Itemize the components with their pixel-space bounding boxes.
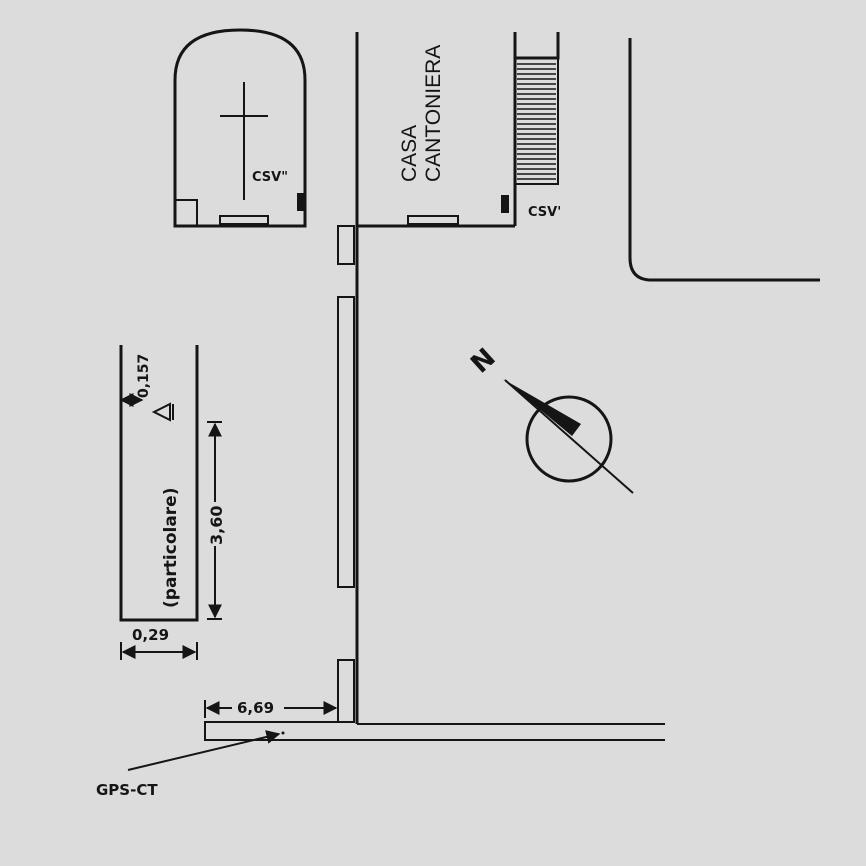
label-particolare: (particolare) (161, 488, 181, 609)
road-bottom (204, 721, 665, 741)
dim-669: 6,69 (237, 699, 274, 717)
label-casa: CASA (398, 125, 421, 182)
north-arrow-icon (503, 379, 581, 436)
vertical-wall (337, 225, 359, 724)
road-edge-right (628, 38, 820, 282)
dim-029: 0,29 (132, 626, 169, 644)
staircase (513, 32, 560, 185)
label-north: N (465, 343, 501, 380)
chapel-building: CSV" (173, 28, 307, 228)
triangle-benchmark-icon (151, 402, 174, 422)
dim-0157: 0,157 (136, 354, 152, 398)
north-compass: N (465, 343, 634, 494)
gps-ct-pointer: GPS-CT (96, 730, 285, 799)
dim-360: 3,60 (207, 506, 226, 545)
dimension-669: 6,69 (204, 699, 338, 718)
label-csv-double: CSV" (252, 170, 288, 185)
cross-icon (220, 82, 268, 200)
detail-particolare: 0,157 (particolare) 3,60 0,29 (119, 345, 226, 660)
label-cantoniera: CANTONIERA (422, 45, 445, 182)
label-csv-single: CSV' (528, 205, 561, 220)
label-gps-ct: GPS-CT (96, 781, 158, 799)
